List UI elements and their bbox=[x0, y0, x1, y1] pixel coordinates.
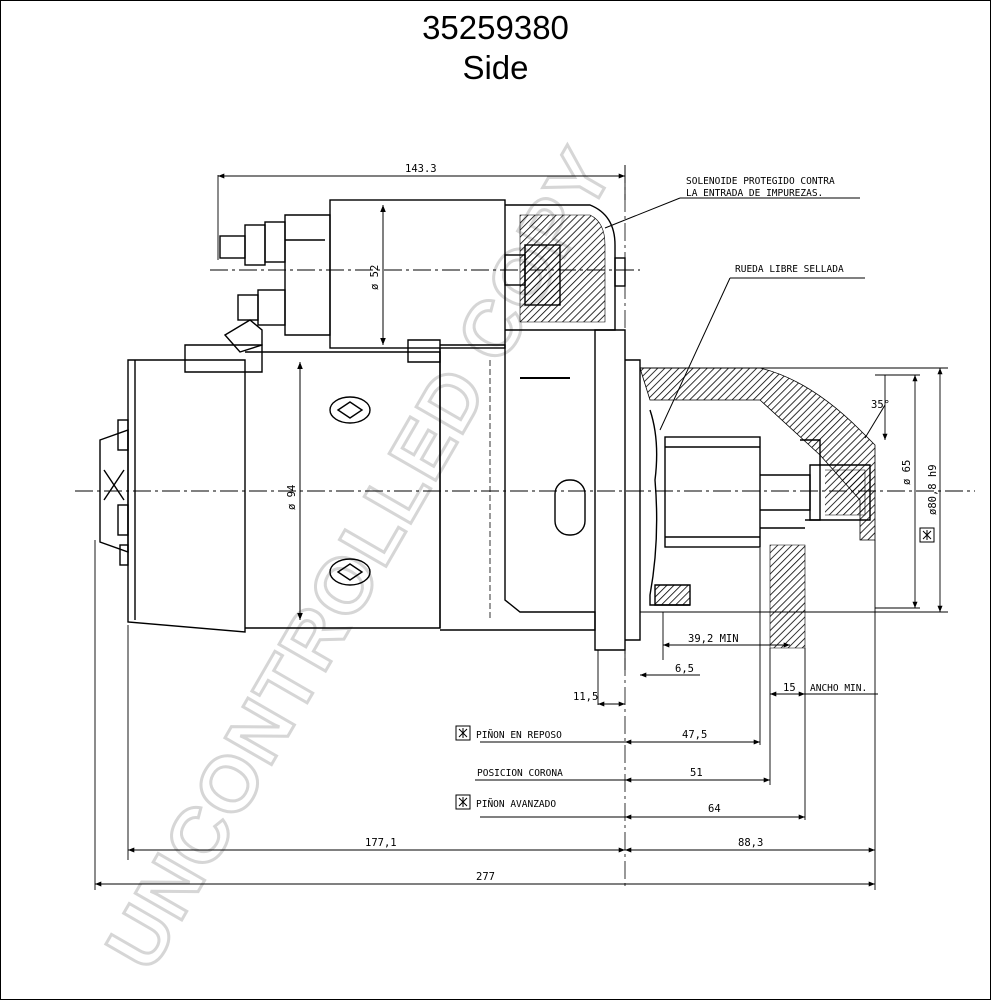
motor-screw-top bbox=[329, 396, 371, 424]
note-pinion-rest: PIÑON EN REPOSO bbox=[476, 730, 562, 741]
dim-64: 64 bbox=[708, 803, 721, 815]
note-ring-position: POSICION CORONA bbox=[477, 768, 563, 779]
rear-cap bbox=[99, 419, 129, 566]
dim-flange-diameter: ø80,8 h9 bbox=[927, 464, 939, 515]
dim-11-5: 11,5 bbox=[573, 691, 598, 703]
title-block: 35259380 Side bbox=[0, 8, 991, 88]
dim-51: 51 bbox=[690, 767, 703, 779]
solenoid bbox=[184, 199, 626, 373]
dim-flange-angle: 35° bbox=[871, 399, 890, 411]
part-number-title: 35259380 bbox=[422, 9, 569, 46]
drive-end-nose bbox=[639, 367, 876, 649]
dim-pilot-diameter: ø 65 bbox=[901, 460, 913, 485]
dim-15: 15 bbox=[783, 682, 796, 694]
dim-motor-diameter: ø 94 bbox=[286, 485, 298, 510]
dim-solenoid-diameter: ø 52 bbox=[369, 265, 381, 290]
special-char-icon-advanced bbox=[455, 794, 471, 810]
special-char-icon-flange bbox=[919, 527, 935, 543]
note-freewheel: RUEDA LIBRE SELLADA bbox=[735, 264, 844, 275]
special-char-icon-rest bbox=[455, 725, 471, 741]
note-pinion-advanced: PIÑON AVANZADO bbox=[476, 799, 556, 810]
dim-39-2-min: 39,2 MIN bbox=[688, 633, 739, 645]
motor-screw-bottom bbox=[329, 558, 371, 586]
note-solenoid-line2: LA ENTRADA DE IMPUREZAS. bbox=[686, 188, 823, 199]
dim-88-3: 88,3 bbox=[738, 837, 763, 849]
special-char-symbols bbox=[455, 527, 935, 810]
dim-47-5: 47,5 bbox=[682, 729, 707, 741]
dim-solenoid-length: 143.3 bbox=[405, 163, 437, 175]
dim-177-1: 177,1 bbox=[365, 837, 397, 849]
view-subtitle: Side bbox=[462, 49, 529, 86]
dim-6-5: 6,5 bbox=[675, 663, 694, 675]
dim-277-overall: 277 bbox=[476, 871, 495, 883]
dimension-lines bbox=[94, 165, 948, 890]
note-solenoid-line1: SOLENOIDE PROTEGIDO CONTRA bbox=[686, 176, 835, 187]
note-min-width: ANCHO MIN. bbox=[810, 683, 867, 694]
